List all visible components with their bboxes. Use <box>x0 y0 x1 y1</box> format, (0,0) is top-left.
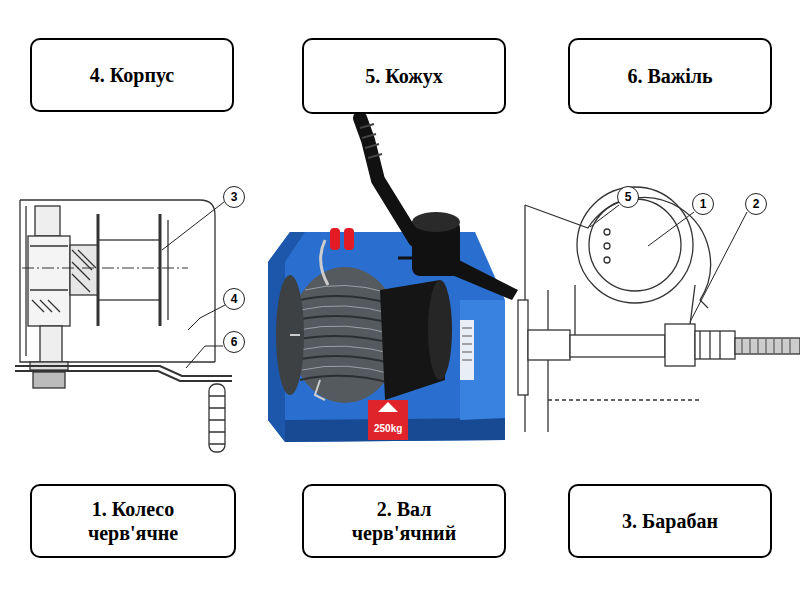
right-drawing <box>518 300 528 395</box>
right-drawing <box>589 199 681 291</box>
right-drawing <box>700 331 720 359</box>
winch-photo <box>360 124 382 158</box>
left-drawing <box>98 240 160 300</box>
right-drawing <box>742 338 790 354</box>
part-name: 1. Колесо черв'ячне <box>53 497 213 545</box>
left-drawing <box>97 214 100 326</box>
callout-number: 1 <box>692 193 714 215</box>
left-drawing <box>209 396 225 444</box>
left-drawing <box>22 268 188 269</box>
right-drawing <box>665 324 695 366</box>
right-drawing <box>604 229 610 235</box>
left-drawing <box>167 220 168 320</box>
left-drawing <box>35 206 60 236</box>
label-box: 5. Кожух <box>302 38 506 114</box>
part-name: 2. Вал черв'ячний <box>329 497 479 545</box>
winch-photo <box>330 228 340 250</box>
left-drawing <box>159 214 162 326</box>
right-drawing <box>735 338 800 354</box>
left-drawing <box>72 250 96 292</box>
winch-photo <box>378 402 398 412</box>
part-name: 4. Корпус <box>90 63 174 87</box>
left-drawing <box>15 371 232 381</box>
right-drawing <box>604 243 610 249</box>
left-drawing <box>25 206 26 356</box>
winch-photo <box>412 212 460 232</box>
right-drawing <box>518 187 800 432</box>
left-drawing <box>20 200 215 362</box>
right-drawing <box>547 290 548 432</box>
left-drawing <box>20 200 215 362</box>
winch-photo <box>344 228 354 250</box>
left-drawing <box>40 326 62 362</box>
right-drawing <box>525 197 711 308</box>
winch-photo <box>268 232 505 442</box>
winch-photo <box>290 335 325 400</box>
callout-number: 2 <box>745 193 767 215</box>
leader-lines <box>690 212 747 322</box>
label-box: 2. Вал черв'ячний <box>302 484 506 558</box>
left-drawing <box>28 236 70 326</box>
callout-number: 4 <box>223 288 245 310</box>
leader-lines <box>162 202 224 250</box>
winch-photo <box>368 400 408 440</box>
label-box: 3. Барабан <box>568 484 772 558</box>
left-drawing <box>209 384 225 452</box>
label-box: 4. Корпус <box>30 38 234 112</box>
right-drawing <box>528 330 570 360</box>
right-drawing <box>695 331 735 359</box>
callout-number: 5 <box>617 186 639 208</box>
part-name: 6. Важіль <box>627 64 712 88</box>
right-drawing <box>548 399 700 400</box>
callout-number: 6 <box>223 331 245 353</box>
callout-number: 3 <box>223 186 245 208</box>
winch-photo <box>268 232 305 442</box>
right-drawing <box>604 257 610 263</box>
part-name: 5. Кожух <box>365 64 443 88</box>
winch-photo <box>428 280 452 380</box>
right-drawing <box>577 187 693 303</box>
left-drawing <box>30 246 68 312</box>
label-box: 1. Колесо черв'ячне <box>30 484 236 558</box>
left-drawing <box>33 372 65 388</box>
winch-photo <box>460 300 505 420</box>
winch-photo <box>460 320 474 380</box>
part-name: 3. Барабан <box>622 509 718 533</box>
label-box: 6. Важіль <box>568 38 772 114</box>
winch-photo <box>268 118 518 442</box>
right-drawing <box>570 335 665 357</box>
winch-photo <box>462 328 472 360</box>
leader-lines <box>188 305 225 330</box>
winch-photo <box>452 258 518 300</box>
left-drawing <box>15 200 232 452</box>
left-drawing <box>70 245 98 295</box>
leader-lines <box>186 346 223 368</box>
winch-photo <box>360 118 415 240</box>
winch-photo <box>321 240 328 285</box>
capacity-sticker: 250kg <box>372 423 404 434</box>
